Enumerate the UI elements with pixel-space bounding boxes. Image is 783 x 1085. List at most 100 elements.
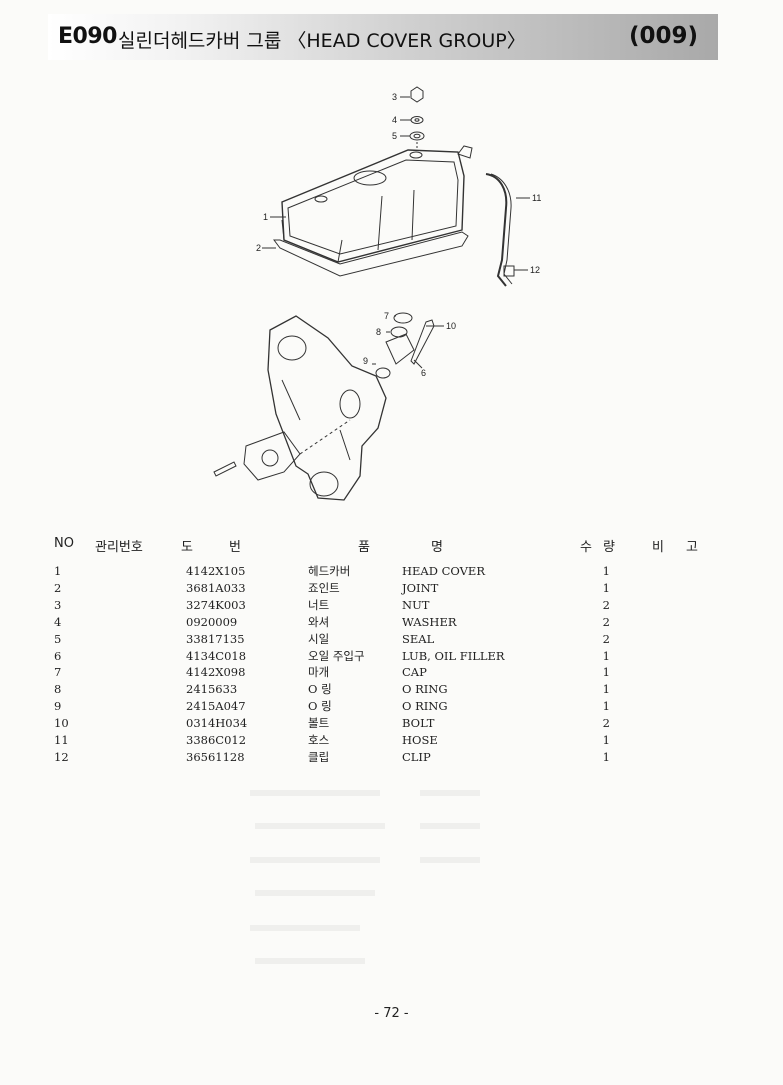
bolt-10-shape	[410, 319, 435, 365]
quantity: 1	[602, 580, 610, 595]
row-no: 3	[54, 597, 62, 612]
part-name-kr: 클립	[308, 749, 330, 764]
row-no: 11	[54, 733, 69, 748]
table-row: 2 3681A033 죠인트 JOINT 1	[40, 580, 610, 597]
part-number: 3681A033	[186, 580, 246, 595]
row-no: 8	[54, 682, 62, 697]
row-no: 12	[54, 749, 69, 764]
table-row: 4 0920009 와셔 WASHER 2	[40, 614, 610, 631]
table-row: 5 33817135 시일 SEAL 2	[40, 631, 610, 648]
part-number: 33817135	[186, 631, 245, 646]
quantity: 1	[602, 665, 610, 680]
cap-7-shape	[393, 312, 413, 324]
o-ring-8-shape	[390, 326, 408, 338]
quantity: 2	[602, 716, 610, 731]
part-name-kr: 너트	[308, 597, 330, 612]
washer-4-shape	[410, 116, 424, 124]
header-mgmt-no: 관리번호	[95, 540, 143, 555]
group-number: (009)	[628, 23, 698, 49]
nut-3-shape	[410, 86, 424, 103]
part-number: 4142X098	[186, 665, 246, 680]
callout-11: 11	[532, 193, 541, 203]
row-no: 5	[54, 631, 62, 646]
header-do: 도	[181, 540, 193, 555]
quantity: 2	[602, 631, 610, 646]
header-pum: 품	[358, 540, 370, 555]
callout-6: 6	[421, 368, 426, 378]
part-name-kr: 볼트	[308, 716, 330, 731]
part-name-en: CLIP	[402, 749, 431, 764]
table-header: NO 관리번호 도 번 품 명 수 량 비 고	[0, 536, 783, 558]
part-name-en: SEAL	[402, 631, 435, 646]
header-ryang: 량	[603, 540, 615, 555]
timing-case-shape	[267, 315, 387, 501]
header-go: 고	[686, 540, 698, 555]
callout-8: 8	[376, 327, 381, 337]
table-row: 6 4134C018 오일 주입구 LUB, OIL FILLER 1	[40, 648, 610, 665]
part-name-kr: O 링	[308, 682, 332, 697]
bolt-shape	[213, 461, 237, 477]
callout-1: 1	[263, 212, 268, 222]
part-number: 0314H034	[186, 716, 248, 731]
part-name-kr: 호스	[308, 733, 330, 748]
callout-5: 5	[392, 131, 397, 141]
part-name-en: LUB, OIL FILLER	[402, 648, 505, 663]
part-number: 2415A047	[186, 699, 246, 714]
quantity: 1	[602, 749, 610, 764]
table-row: 10 0314H034 볼트 BOLT 2	[40, 715, 610, 732]
quantity: 1	[602, 699, 610, 714]
part-name-kr: 죠인트	[308, 580, 340, 595]
row-no: 2	[54, 580, 62, 595]
callout-4: 4	[392, 115, 397, 125]
row-no: 1	[54, 564, 62, 578]
o-ring-9-shape	[375, 367, 391, 379]
part-name-en: HEAD COVER	[402, 564, 485, 578]
header-beon: 번	[229, 540, 241, 555]
part-name-kr: 오일 주입구	[308, 648, 365, 663]
clip-12-shape	[503, 265, 515, 277]
part-number: 4134C018	[186, 648, 247, 663]
quantity: 1	[602, 648, 610, 663]
pump-plate-shape	[243, 431, 301, 481]
part-number: 2415633	[186, 682, 238, 697]
part-name-en: JOINT	[402, 580, 439, 595]
header-myeong: 명	[431, 540, 443, 555]
callout-3: 3	[392, 92, 397, 102]
part-name-en: WASHER	[402, 614, 457, 629]
callout-9: 9	[363, 356, 368, 366]
part-name-en: BOLT	[402, 716, 435, 731]
part-number: 3386C012	[186, 733, 247, 748]
quantity: 2	[602, 597, 610, 612]
part-name-kr: 와셔	[308, 614, 330, 629]
row-no: 4	[54, 614, 62, 629]
part-name-kr: 마개	[308, 665, 330, 680]
part-name-kr: 시일	[308, 631, 330, 646]
part-number: 0920009	[186, 614, 238, 629]
group-title: 실린더헤드카버 그룹 〈HEAD COVER GROUP〉	[118, 30, 526, 52]
row-no: 7	[54, 665, 62, 680]
page-header: E090 실린더헤드카버 그룹 〈HEAD COVER GROUP〉 (009)	[48, 14, 718, 60]
part-name-en: HOSE	[402, 733, 438, 748]
row-no: 9	[54, 699, 62, 714]
row-no: 10	[54, 716, 69, 731]
table-row: 7 4142X098 마개 CAP 1	[40, 664, 610, 681]
joint-2-shape	[273, 231, 469, 277]
page-number: - 72 -	[374, 1006, 409, 1021]
header-su: 수	[580, 540, 592, 555]
part-number: 3274K003	[186, 597, 246, 612]
head-cover-shape	[281, 145, 473, 263]
seal-5-shape	[409, 131, 425, 141]
parts-diagram: 3 4 5 1 2 11 12 7 8 10 9 6	[213, 86, 541, 501]
part-name-en: CAP	[402, 665, 427, 680]
row-no: 6	[54, 648, 62, 663]
group-code: E090	[58, 24, 117, 49]
part-number: 4142X105	[186, 564, 246, 578]
header-bi: 비	[652, 540, 664, 555]
quantity: 2	[602, 614, 610, 629]
